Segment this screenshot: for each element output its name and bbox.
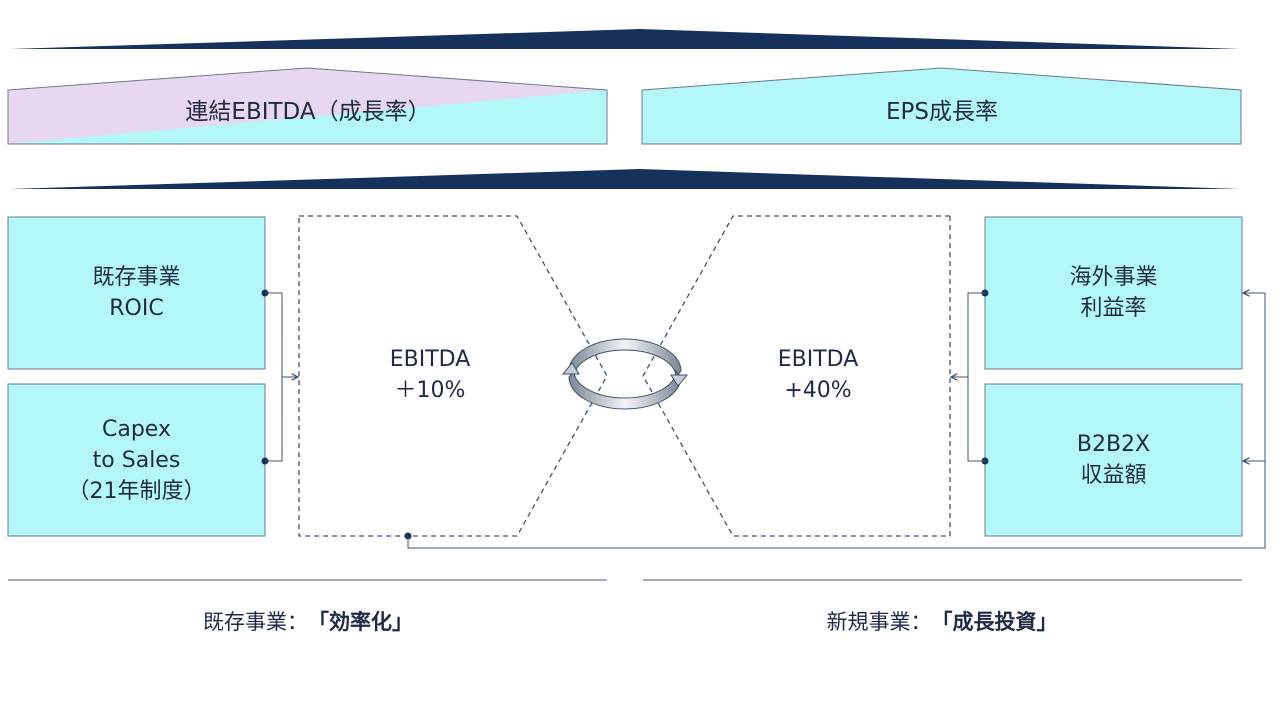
ebitda-plus40-label: EBITDA +40% <box>777 347 859 403</box>
eps-growth-box <box>641 67 1242 145</box>
center-left-dashed-shape <box>298 215 608 537</box>
b2b2x-revenue-label: B2B2X 収益額 <box>1076 432 1151 488</box>
footer-left-emphasis: 「効率化」 <box>308 610 413 634</box>
roof-band-top <box>10 29 1240 49</box>
roof-band-middle <box>10 169 1240 189</box>
b2b2x-revenue-box <box>984 383 1243 537</box>
footer-left-prefix: 既存事業： <box>203 610 308 634</box>
circular-arrows-icon <box>561 338 689 410</box>
footer-right-prefix: 新規事業： <box>826 610 932 634</box>
ebitda-plus10-label: EBITDA ＋10% <box>389 347 471 403</box>
footer-right-emphasis: 「成長投資」 <box>931 610 1058 634</box>
ebitda-growth-label: 連結EBITDA（成長率） <box>185 98 431 125</box>
left-connector <box>261 289 299 465</box>
footer-new-business: 新規事業：「成長投資」 <box>642 603 1242 639</box>
capex-to-sales-box <box>7 383 266 537</box>
footer-existing-business: 既存事業：「効率化」 <box>8 603 608 639</box>
eps-growth-label: EPS成長率 <box>885 98 998 125</box>
capex-to-sales-label: Capex to Sales （21年制度） <box>67 416 206 504</box>
existing-roic-label: 既存事業 ROIC <box>92 265 181 321</box>
center-right-dashed-shape <box>642 215 951 537</box>
feedback-loop-connector <box>404 293 1266 549</box>
overseas-margin-box <box>984 216 1243 370</box>
existing-roic-box <box>7 216 266 370</box>
right-connector <box>951 289 989 465</box>
overseas-margin-label: 海外事業 利益率 <box>1069 265 1158 321</box>
